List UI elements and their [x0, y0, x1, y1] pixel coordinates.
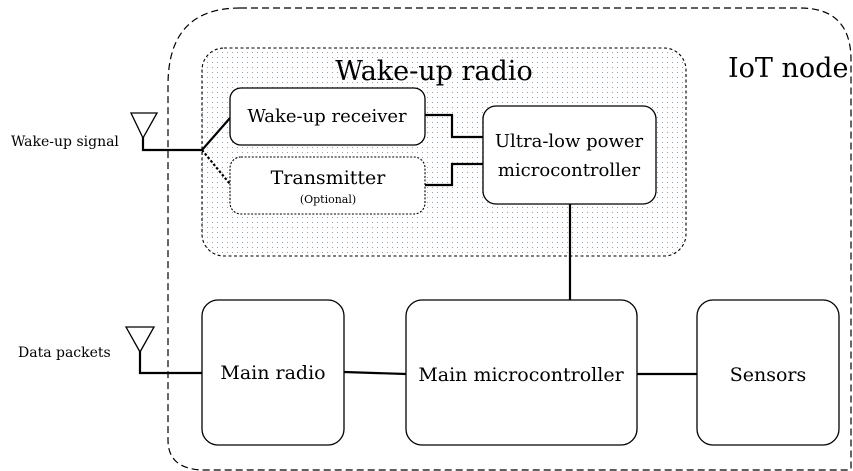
main-microcontroller-label: Main microcontroller: [418, 364, 624, 386]
wire-to-receiver: [201, 117, 231, 151]
main-radio-label: Main radio: [220, 362, 325, 384]
data-packets-label: Data packets: [18, 345, 111, 361]
wakeup-signal-label: Wake-up signal: [11, 134, 119, 150]
main-microcontroller-box: [405, 299, 638, 446]
wire-receiver-to-ulp: [425, 113, 483, 139]
wire-transmitter-to-ulp: [425, 162, 483, 187]
wakeup-antenna-wire: [141, 137, 202, 152]
wire-to-transmitter: [201, 149, 231, 185]
transmitter-box: [229, 156, 426, 215]
transmitter-note: (Optional): [300, 193, 356, 206]
transmitter-label: Transmitter: [271, 167, 387, 189]
wire-main-radio-to-main-mcu: [343, 370, 407, 376]
iot-node-boundary: [167, 7, 852, 471]
data-antenna-icon: [124, 326, 156, 354]
main-radio-box: [201, 299, 345, 446]
sensors-label: Sensors: [730, 364, 807, 386]
wakeup-antenna-icon: [129, 112, 159, 140]
wakeup-receiver-box: [229, 87, 426, 146]
iot-node-label: IoT node: [728, 53, 848, 84]
wakeup-radio-label: Wake-up radio: [335, 56, 532, 87]
ulp-microcontroller-label-line2: microcontroller: [498, 160, 641, 181]
data-antenna-wire: [138, 351, 202, 375]
ulp-microcontroller-box: [482, 105, 657, 205]
wakeup-receiver-label: Wake-up receiver: [247, 106, 407, 127]
ulp-microcontroller-label-line1: Ultra-low power: [495, 131, 644, 152]
sensors-box: [696, 299, 840, 446]
